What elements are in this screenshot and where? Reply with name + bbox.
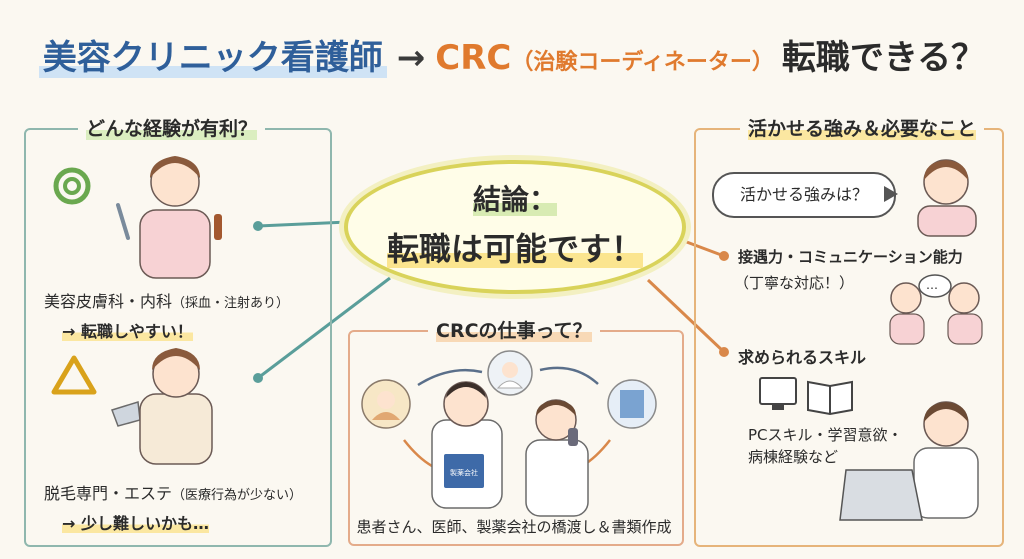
title-part3: 転職できる？ [781,38,986,78]
connector-skills [646,278,726,354]
right-panel-heading-text: 活かせる強み＆必要なこと [748,118,977,140]
fair-label-paren: （医療行為が少ない） [172,488,303,503]
fair-label-main: 脱毛専門・エステ [44,484,173,503]
conversation-illustration [889,274,983,345]
conclusion-ellipse [344,160,686,294]
middle-panel-heading: CRCの仕事って？ [428,316,600,343]
left-panel-heading-text: どんな経験が有利？ [86,118,258,140]
pharma-badge: 製薬会社 [450,469,478,477]
doctor-illustration [431,381,503,509]
fair-experience-label: 脱毛専門・エステ（医療行為が少ない） [44,480,302,504]
title-part2: CRC（治験コーディネーター） [435,38,774,78]
triangle-icon [51,355,97,395]
monitor-icon [759,377,797,410]
title-crc-paren: （治験コーディネーター） [511,50,774,75]
connector-fair-dot [253,373,263,383]
connector-fair [257,276,391,380]
connector-good-dot [253,221,263,231]
double-circle-icon [53,167,91,205]
good-experience-result: → 転職しやすい！ [62,318,193,342]
nurse-laptop-illustration [839,401,979,521]
good-label-main: 美容皮膚科・内科 [44,292,173,311]
strength-speech-bubble: 活かせる強みは？ [712,172,896,218]
left-panel-heading: どんな経験が有利？ [78,114,266,141]
skills-title: 求められるスキル [738,348,867,367]
skills-line1: PCスキル・学習意欲・ [748,426,903,444]
nurse-device-illustration [111,348,213,465]
skills-line2: 病棟経験など [748,448,839,466]
strength-note: （丁寧な対応！） [734,274,855,292]
nurse-thinking-illustration [917,159,977,237]
connector-strength [675,236,725,258]
middle-panel-heading-text: CRCの仕事って？ [436,320,592,342]
title-crc: CRC [435,38,512,78]
book-icon [807,380,853,416]
title-part1: 美容クリニック看護師 [38,38,387,78]
good-experience-label: 美容皮膚科・内科（採血・注射あり） [44,288,289,312]
conclusion-line1: 結論： [344,178,686,218]
crc-staff-illustration [525,399,589,517]
connector-strength-dot [719,251,729,261]
good-label-paren: （採血・注射あり） [172,296,290,311]
speech-bubble-tail [884,186,898,202]
middle-panel [348,330,684,546]
page-title: 美容クリニック看護師→CRC（治験コーディネーター）転職できる？ [0,30,1024,79]
fair-experience-result: → 少し難しいかも… [62,510,209,534]
fair-result-text: → 少し難しいかも… [62,514,209,533]
title-arrow: → [396,38,426,78]
conclusion-line1-text: 結論： [472,183,557,216]
connector-good [257,220,349,228]
right-panel-heading: 活かせる強み＆必要なこと [740,114,985,141]
crc-role-caption: 患者さん、医師、製薬会社の橋渡し＆書類作成 [356,518,672,536]
nurse-syringe-illustration [116,156,222,279]
patient-avatar [361,379,411,429]
doctor-avatar [487,350,533,396]
good-result-text: → 転職しやすい！ [62,322,193,341]
building-avatar [607,379,657,429]
conclusion-line2-text: 転職は可能です！ [386,230,643,268]
connector-skills-dot [719,347,729,357]
strength-title: 接遇力・コミュニケーション能力 [738,248,963,266]
chat-dots: … [926,278,938,292]
conclusion-line2: 転職は可能です！ [344,224,686,270]
